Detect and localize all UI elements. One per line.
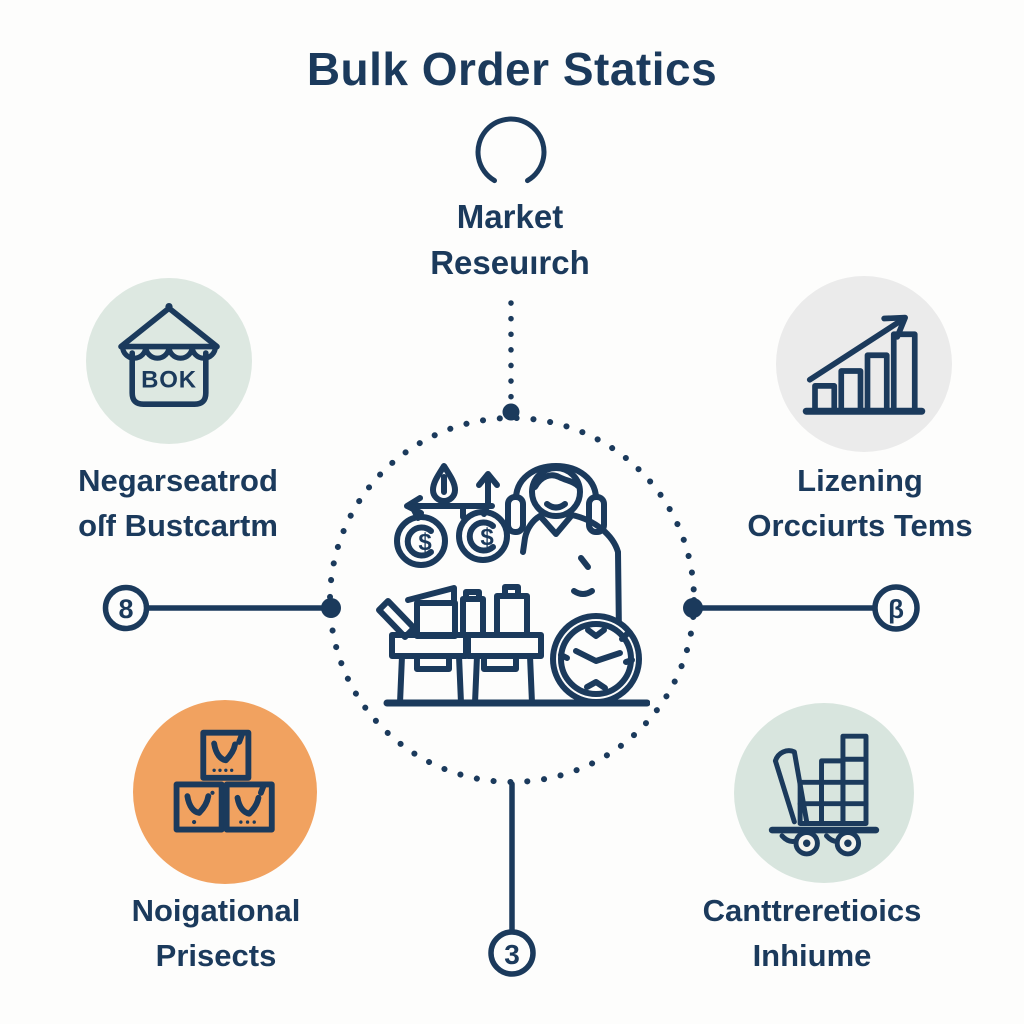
node-circle-bottom-left	[133, 700, 317, 884]
label-top-left-line1: Negarseatrod	[78, 463, 278, 498]
node-circle-top-left: BOK	[86, 278, 252, 444]
market-research-label: Market Reseuırch	[430, 194, 590, 286]
bottom-badge-circle	[488, 929, 536, 977]
balance-scale-icon	[394, 463, 510, 568]
right-badge-number: β	[888, 594, 904, 624]
node-circle-top-right	[776, 276, 952, 452]
label-top-left-line2: oſf Bustcartm	[78, 508, 278, 543]
storefront-sign-text: BOK	[141, 366, 197, 393]
label-top-left: Negarseatrod oſf Bustcartm	[78, 458, 278, 548]
growth-bar-chart-icon	[802, 314, 926, 415]
right-junction-dot	[683, 598, 703, 618]
coin-dollar-right: $	[480, 524, 494, 551]
label-bottom-left-line1: Noigational	[131, 893, 301, 928]
clock-icon	[550, 613, 642, 705]
left-badge-number: 8	[118, 594, 133, 624]
central-illustration: $ $	[376, 463, 650, 707]
label-bottom-right: Canttreretioics Inhiume	[703, 888, 922, 978]
label-top-right-line1: Lizening	[797, 463, 923, 498]
storefront-icon: BOK	[118, 303, 220, 407]
label-bottom-right-line2: Inhiume	[752, 938, 872, 973]
left-badge-circle	[102, 584, 150, 632]
bottom-badge-number: 3	[504, 939, 520, 970]
label-bottom-right-line1: Canttreretioics	[702, 893, 922, 928]
node-circle-bottom-right	[734, 703, 914, 883]
coin-dollar-left: $	[418, 529, 432, 556]
market-research-line2: Reseuırch	[430, 244, 590, 281]
loaded-cart-icon	[768, 733, 880, 857]
label-top-right-line2: Orcciurts Tems	[747, 508, 973, 543]
left-junction-dot	[321, 598, 341, 618]
label-top-right: Lizening Orcciurts Tems	[747, 458, 972, 548]
label-bottom-left: Noigational Prisects	[132, 888, 301, 978]
support-agent-icon	[505, 463, 622, 639]
market-research-line1: Market	[456, 198, 564, 235]
checked-boxes-icon	[173, 729, 275, 833]
label-bottom-left-line2: Prisects	[155, 938, 277, 973]
page-title: Bulk Order Statics	[306, 43, 718, 95]
open-arc-icon	[475, 116, 547, 184]
right-badge-circle	[872, 584, 920, 632]
